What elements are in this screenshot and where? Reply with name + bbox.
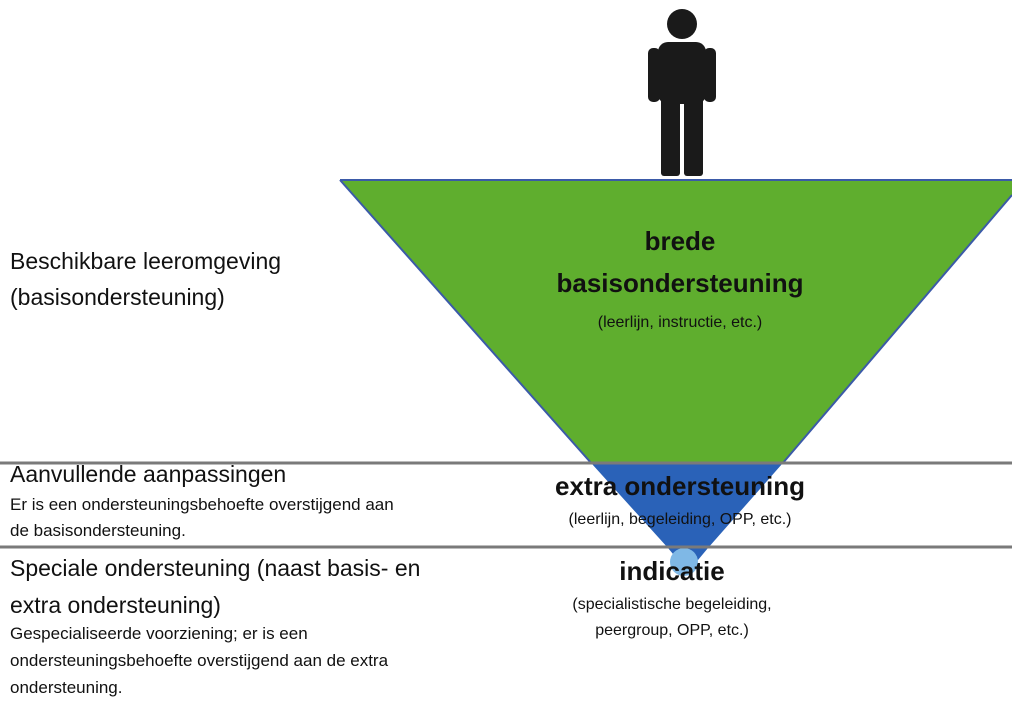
basis-center-title-line-1: brede <box>644 226 716 256</box>
speciaal-center-subtitle-line-1: (specialistische begeleiding, <box>572 596 772 613</box>
funnel-indicatie-dot <box>670 548 698 576</box>
funnel-right-edge <box>781 194 1012 465</box>
basis-center-subtitle: (leerlijn, instructie, etc.) <box>597 314 763 331</box>
speciaal-left-desc-line-1: Gespecialiseerde voorziening; er is een <box>10 624 308 643</box>
funnel-extra-section <box>592 464 782 548</box>
extra-center-subtitle: (leerlijn, begeleiding, OPP, etc.) <box>568 511 792 528</box>
basis-left-title-line-1: Beschikbare leeromgeving <box>10 248 282 274</box>
speciaal-left-title-line-1: Speciale ondersteuning (naast basis- en <box>10 555 421 581</box>
speciaal-center-title: indicatie <box>619 556 725 586</box>
basis-left-title-line-2: (basisondersteuning) <box>10 284 225 310</box>
extra-left-desc-line-1: Er is een ondersteuningsbehoefte oversti… <box>10 495 394 514</box>
extra-left-title: Aanvullende aanpassingen <box>10 461 287 487</box>
funnel-basis-section <box>340 180 1012 464</box>
speciaal-center-subtitle-line-2: peergroup, OPP, etc.) <box>595 622 749 639</box>
speciaal-left-title-line-2: extra ondersteuning) <box>10 592 221 618</box>
person-icon <box>648 9 716 176</box>
extra-left-desc-line-2: de basisondersteuning. <box>10 521 186 540</box>
speciaal-left-desc-line-3: ondersteuning. <box>10 678 123 697</box>
basis-center-title-line-2: basisondersteuning <box>556 268 804 298</box>
extra-center-title: extra ondersteuning <box>555 471 805 501</box>
funnel-left-edge <box>339 179 593 465</box>
speciaal-left-desc-line-2: ondersteuningsbehoefte overstijgend aan … <box>10 651 389 670</box>
